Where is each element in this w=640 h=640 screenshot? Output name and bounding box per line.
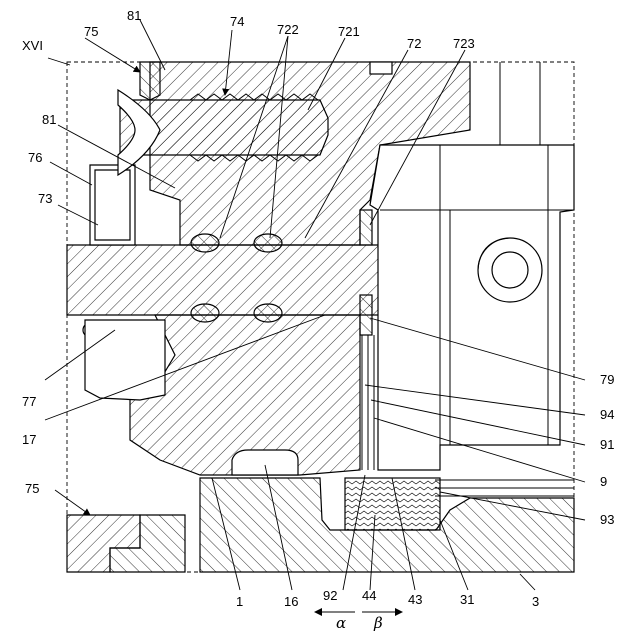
lip-75 [140,62,160,100]
label-17: 17 [22,432,36,447]
label-79: 79 [600,372,614,387]
label-beta: β [373,614,383,632]
label-722: 722 [277,22,299,37]
plate-93 [435,480,574,496]
label-76: 76 [28,150,42,165]
plate-79 [360,295,372,335]
label-92: 92 [323,588,337,603]
label-721: 721 [338,24,360,39]
shaft [67,245,395,315]
label-9: 9 [600,474,607,489]
top-nut [370,62,392,74]
label-31: 31 [460,592,474,607]
label-77: 77 [22,394,36,409]
label-93: 93 [600,512,614,527]
plate-723 [360,210,372,245]
label-91: 91 [600,437,614,452]
label-44: 44 [362,588,376,603]
label-81-upper: 81 [127,8,141,23]
label-3: 3 [532,594,539,609]
label-1: 1 [236,594,243,609]
label-81-lower: 81 [42,112,56,127]
label-94: 94 [600,407,614,422]
label-72: 72 [407,36,421,51]
groove-16 [232,450,298,475]
cam-disc [478,238,542,302]
label-alpha: α [336,614,346,632]
label-16: 16 [284,594,298,609]
direction-indicator: α β [315,612,402,632]
label-73: 73 [38,191,52,206]
label-43: 43 [408,592,422,607]
clip-75-lower [85,320,165,400]
retainer-76 [90,165,135,245]
label-75-lower: 75 [25,481,39,496]
label-75-upper: 75 [84,24,98,39]
label-section-xvi: XVI [22,38,43,53]
label-74: 74 [230,14,244,29]
label-723: 723 [453,36,475,51]
